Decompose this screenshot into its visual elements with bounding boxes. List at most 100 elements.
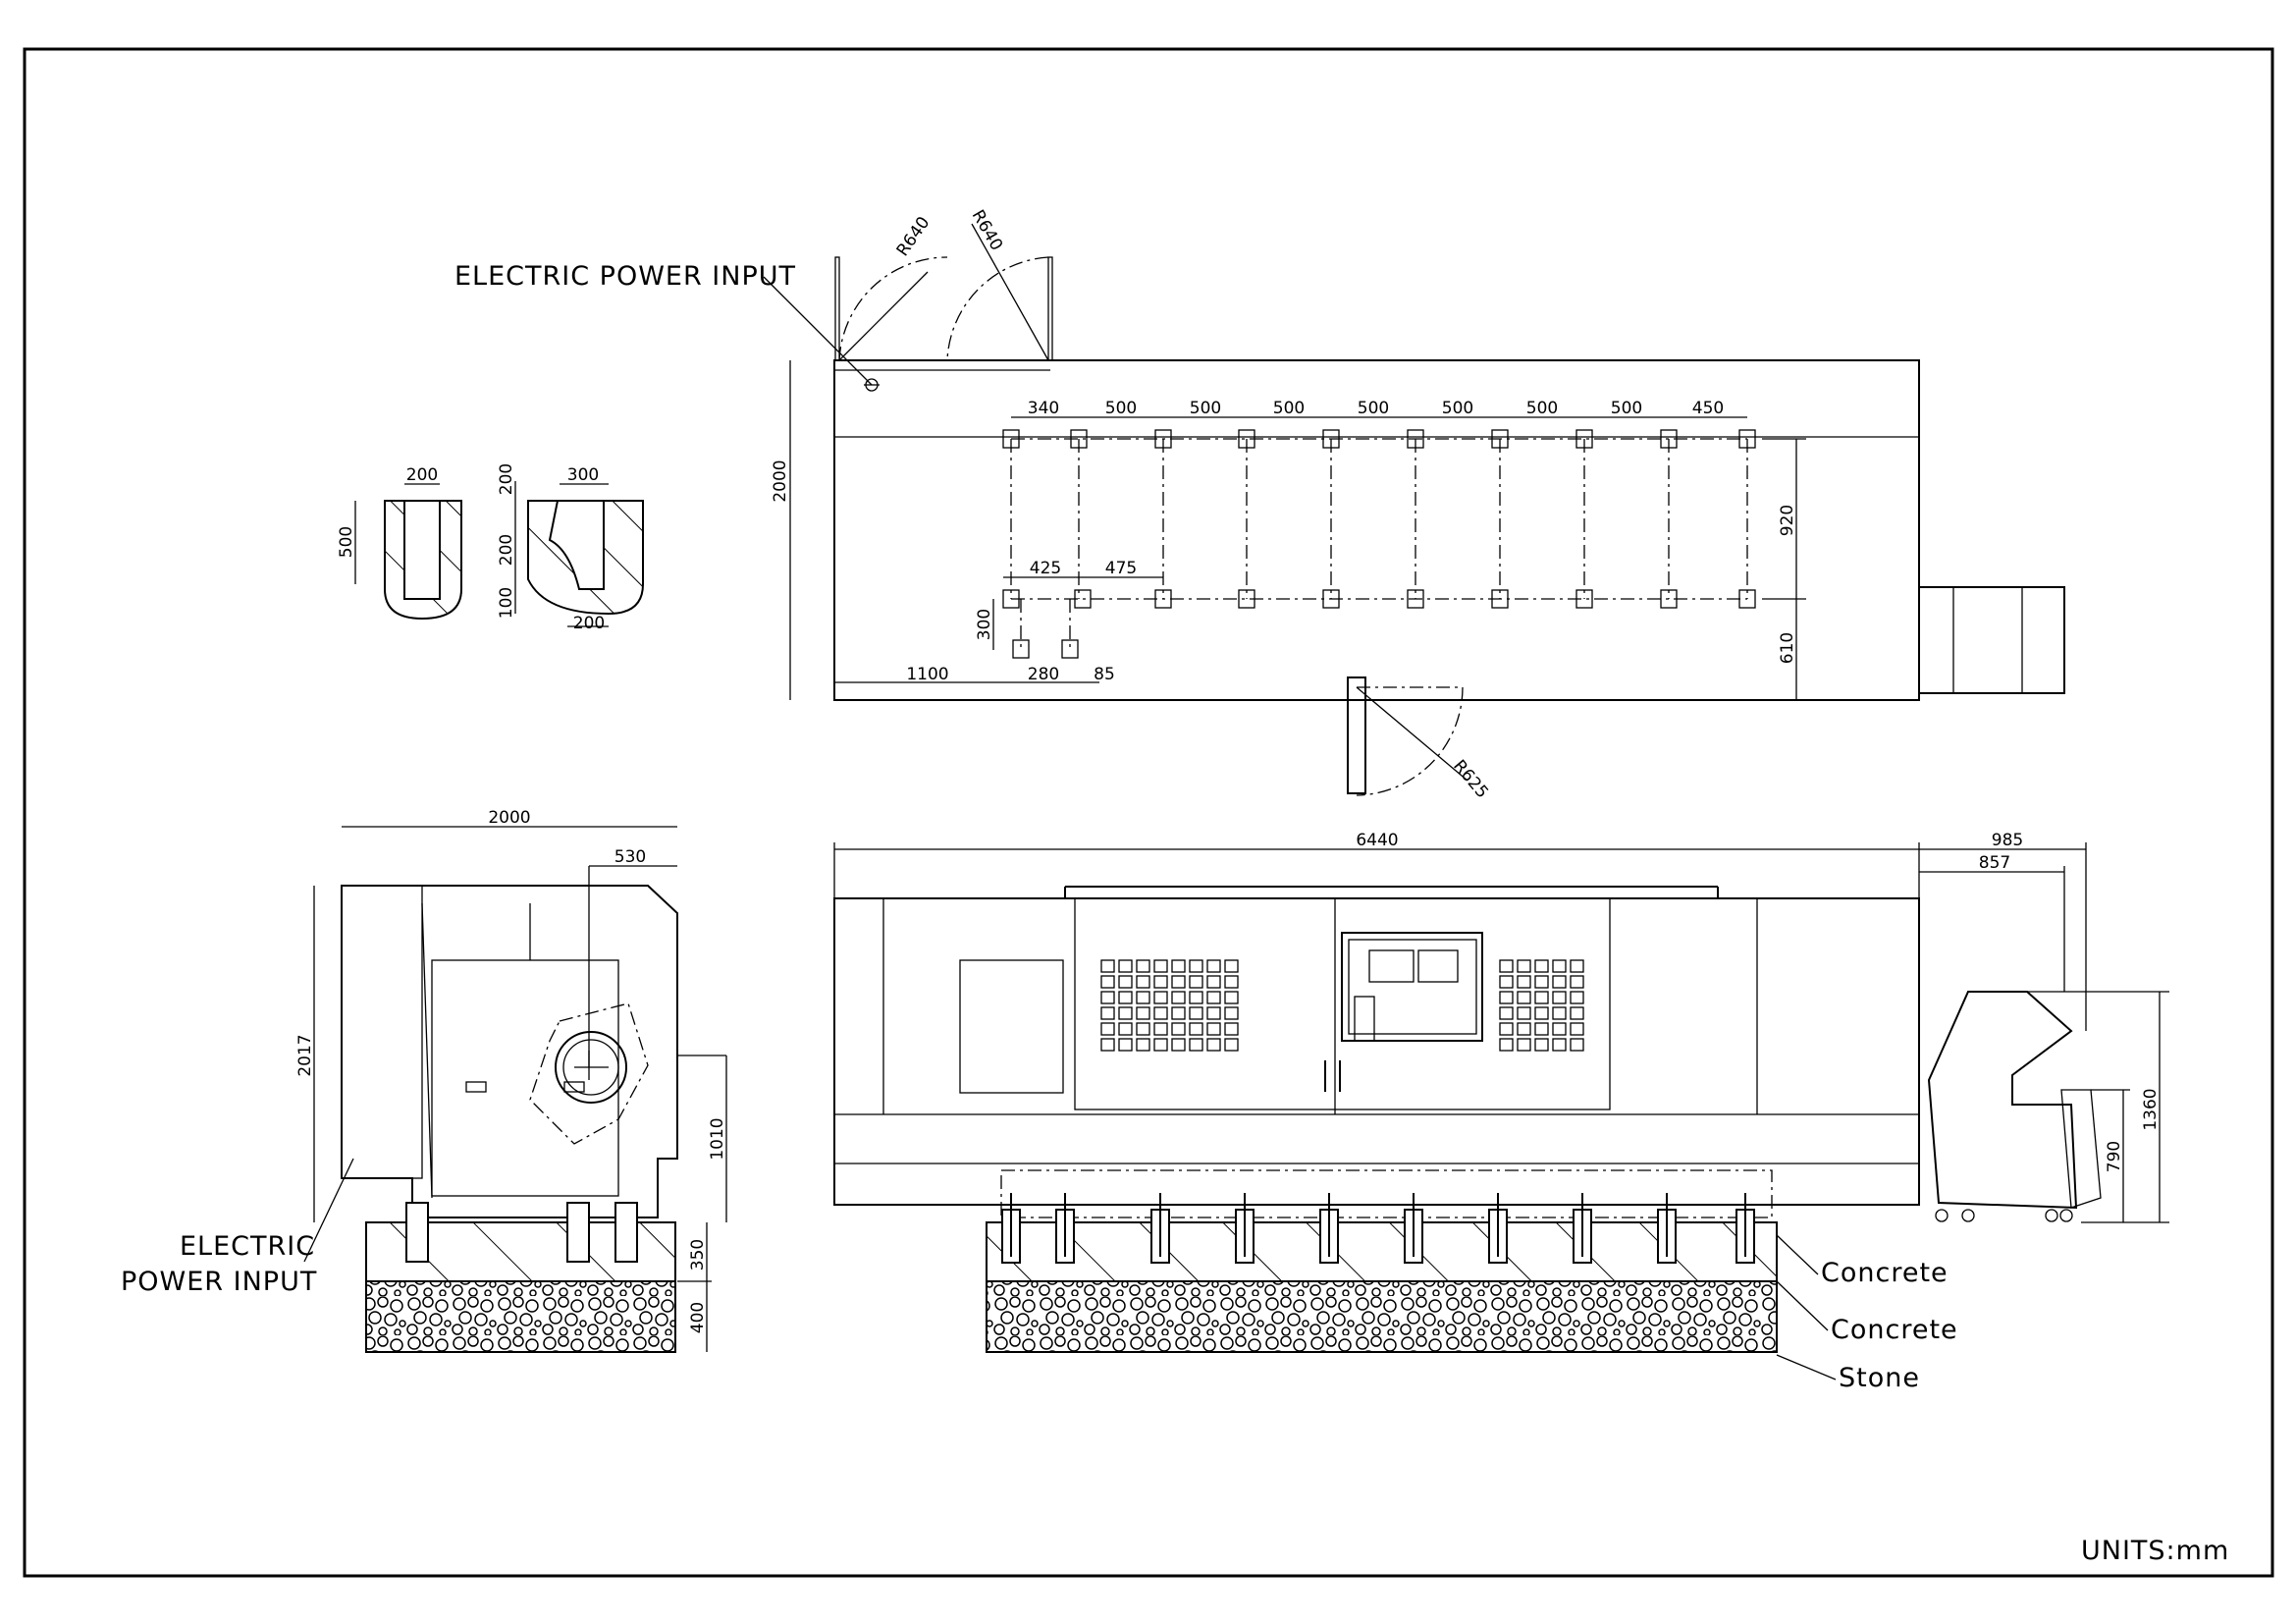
bolt-spacing-9: 450: [1692, 399, 1724, 418]
vent-cell: [1118, 1038, 1133, 1052]
vent-cell: [1570, 975, 1584, 989]
side-door-radius: R625: [1449, 756, 1492, 802]
bolt-spacing-8: 500: [1611, 399, 1642, 418]
plan-depth: 2000: [771, 460, 790, 502]
power-input-label-side-1: ELECTRIC: [180, 1231, 315, 1262]
foundation-lower: 400: [688, 1302, 708, 1333]
vent-cell: [1171, 1038, 1186, 1052]
vent-cell: [1570, 959, 1584, 973]
front-offset: 610: [1778, 632, 1797, 664]
vent-cell: [1517, 1038, 1531, 1052]
vent-cell: [1100, 991, 1115, 1004]
vent-cell: [1552, 1022, 1567, 1036]
vent-cell: [1189, 1022, 1203, 1036]
door-radius-left: R640: [893, 213, 934, 260]
vent-cell: [1499, 1022, 1514, 1036]
left-spacing-1: 425: [1030, 559, 1061, 578]
detail-right-height-1: 200: [497, 463, 516, 495]
concrete-label-upper: Concrete: [1821, 1258, 1949, 1288]
bolt-spacing-4: 500: [1273, 399, 1305, 418]
vent-cell: [1534, 991, 1549, 1004]
spindle-offset: 530: [614, 847, 646, 867]
vent-cell: [1100, 1006, 1115, 1020]
small-offset: 300: [975, 609, 994, 640]
vent-cell: [1517, 1022, 1531, 1036]
chip-conveyor-front: [1927, 991, 2078, 1210]
vent-cell: [1499, 959, 1514, 973]
cart-height: 790: [2105, 1141, 2124, 1172]
vent-cell: [1517, 959, 1531, 973]
front-foundation-concrete: [986, 1221, 1778, 1282]
vent-cell: [1100, 975, 1115, 989]
vent-cell: [1118, 1022, 1133, 1036]
side-foundation-stone: [365, 1280, 676, 1353]
detail-right-bottom-width: 200: [573, 614, 605, 633]
vent-cell: [1153, 975, 1168, 989]
bolt-spacing-7: 500: [1526, 399, 1558, 418]
side-height: 2017: [295, 1034, 315, 1076]
vent-cell: [1552, 1006, 1567, 1020]
window-grid-right: [1499, 959, 1584, 1052]
vent-cell: [1153, 1006, 1168, 1020]
vent-cell: [1118, 975, 1133, 989]
vent-cell: [1100, 959, 1115, 973]
vent-cell: [1153, 959, 1168, 973]
conveyor-body: 857: [1979, 853, 2010, 873]
conveyor-height: 1360: [2141, 1088, 2161, 1130]
front-anchor-bolts: [1001, 1193, 1755, 1264]
vent-cell: [1171, 975, 1186, 989]
vent-cell: [1206, 975, 1221, 989]
vent-cell: [1136, 991, 1150, 1004]
vent-cell: [1153, 991, 1168, 1004]
vent-cell: [1552, 959, 1567, 973]
vent-cell: [1224, 1022, 1239, 1036]
plan-view: R640 R640 ELECTRIC POWER INPUT R625: [454, 207, 2065, 802]
vent-cell: [1224, 1038, 1239, 1052]
vent-cell: [1224, 975, 1239, 989]
conveyor-extent: 985: [1992, 831, 2023, 850]
spindle-height: 1010: [708, 1117, 727, 1160]
vent-cell: [1499, 975, 1514, 989]
stone-label: Stone: [1839, 1363, 1920, 1393]
machine-outline-front: [833, 897, 1920, 1206]
left-spacing-2: 475: [1105, 559, 1137, 578]
vent-cell: [1224, 959, 1239, 973]
vent-cell: [1136, 1038, 1150, 1052]
bolt-spacing-3: 500: [1190, 399, 1221, 418]
vent-cell: [1517, 975, 1531, 989]
power-input-label-plan: ELECTRIC POWER INPUT: [454, 261, 796, 292]
vent-cell: [1171, 1022, 1186, 1036]
vent-cell: [1206, 1006, 1221, 1020]
vent-cell: [1570, 1022, 1584, 1036]
foundation-upper: 350: [688, 1239, 708, 1271]
vent-cell: [1517, 991, 1531, 1004]
vent-cell: [1189, 975, 1203, 989]
chip-conveyor-plan: [1918, 586, 2065, 694]
vent-cell: [1534, 959, 1549, 973]
window-grid-left: [1100, 959, 1239, 1052]
row-spacing: 920: [1778, 505, 1797, 536]
side-width: 2000: [488, 808, 530, 828]
vent-cell: [1189, 991, 1203, 1004]
bottom-offset-3: 85: [1094, 665, 1115, 684]
vent-cell: [1136, 1006, 1150, 1020]
vent-cell: [1153, 1022, 1168, 1036]
vent-cell: [1534, 1038, 1549, 1052]
detail-right-height-2: 200: [497, 534, 516, 566]
vent-cell: [1118, 1006, 1133, 1020]
cnc-control-panel: [1341, 932, 1483, 1042]
concrete-label-lower: Concrete: [1831, 1315, 1958, 1345]
vent-cell: [1206, 991, 1221, 1004]
units-label: UNITS:mm: [2081, 1536, 2229, 1566]
door-radius-right: R640: [968, 207, 1006, 254]
vent-cell: [1206, 1038, 1221, 1052]
vent-cell: [1206, 959, 1221, 973]
vent-cell: [1570, 1006, 1584, 1020]
vent-cell: [1570, 991, 1584, 1004]
detail-right-height-3: 100: [497, 587, 516, 619]
detail-right-top-width: 300: [567, 465, 599, 485]
vent-cell: [1499, 991, 1514, 1004]
bottom-offset-2: 280: [1028, 665, 1059, 684]
vent-cell: [1136, 959, 1150, 973]
vent-cell: [1534, 1006, 1549, 1020]
